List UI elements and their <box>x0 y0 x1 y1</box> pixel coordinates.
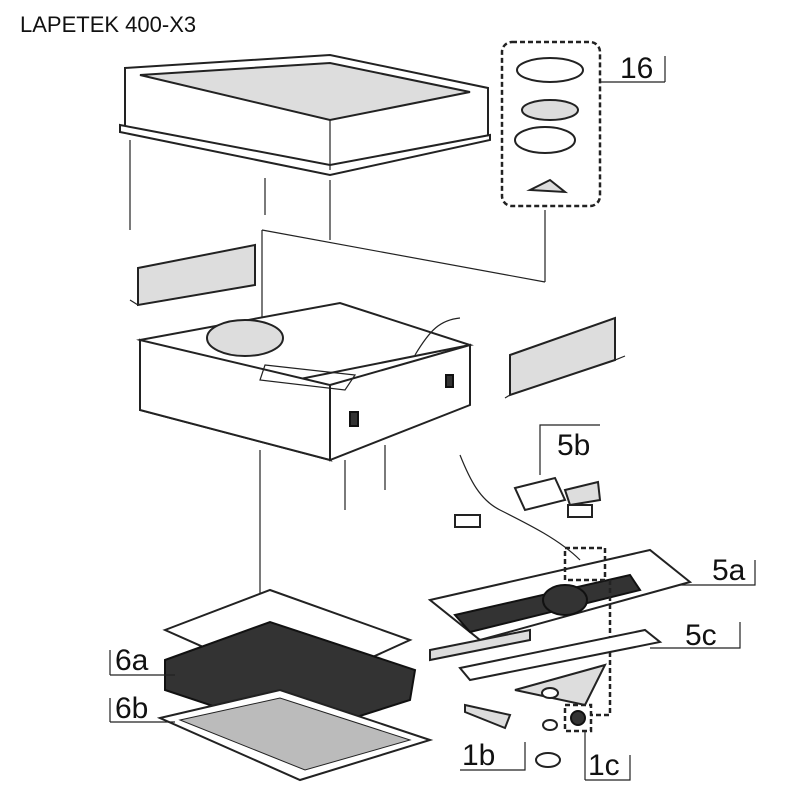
label-5a: 5a <box>712 554 746 587</box>
side-panel-right <box>504 316 626 399</box>
part-6b-grille: 6b <box>109 688 434 782</box>
label-5b: 5b <box>557 429 590 462</box>
top-frame <box>119 53 491 177</box>
leader-lines <box>129 140 546 640</box>
label-16: 16 <box>620 52 653 85</box>
label-6a: 6a <box>115 644 149 677</box>
label-1b: 1b <box>462 739 495 772</box>
part-5b-switch: 5b <box>454 424 602 561</box>
side-panel-left <box>129 243 256 307</box>
label-6b: 6b <box>115 692 148 725</box>
part-1b-1c: 1b 1c <box>460 703 631 782</box>
label-5c: 5c <box>685 619 717 652</box>
part-5c-strips: 5c <box>429 619 741 730</box>
hood-body <box>136 301 474 462</box>
part-16-assembly: 16 <box>500 40 666 208</box>
label-1c: 1c <box>588 749 620 782</box>
part-5a-fan-tray: 5a <box>427 546 756 717</box>
diagram-title: LAPETEK 400-X3 <box>20 12 197 37</box>
